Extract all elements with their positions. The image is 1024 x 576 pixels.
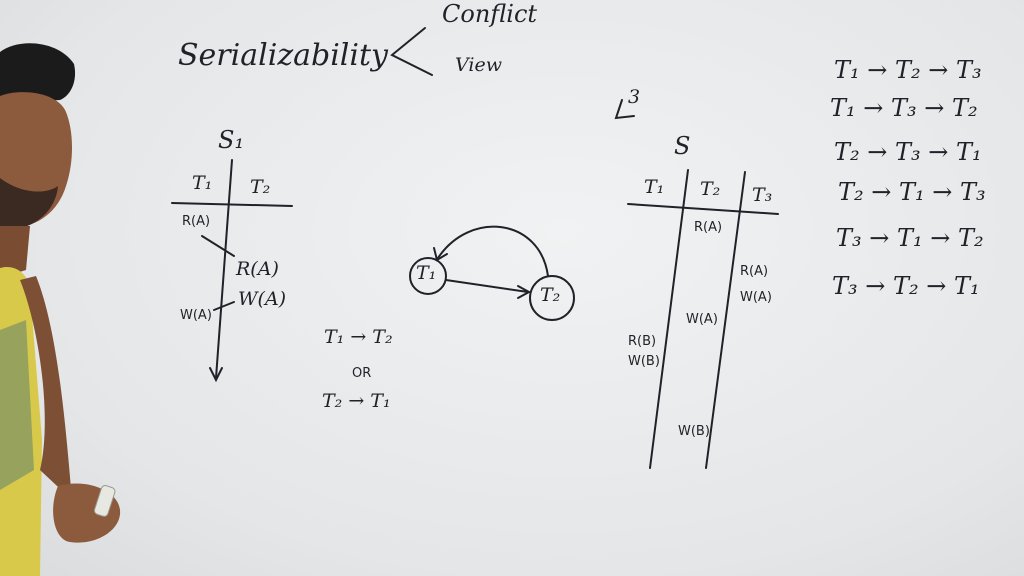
serial-order: T₃ → T₂ → T₁ xyxy=(832,272,980,300)
graph-edge-t2-t1 xyxy=(437,225,549,277)
s-divider-1 xyxy=(649,169,689,469)
s1-header-t2: T₂ xyxy=(250,176,271,198)
s-op: R(B) xyxy=(628,334,657,349)
s1-header-t1: T₁ xyxy=(192,172,213,194)
s-op: W(A) xyxy=(686,312,718,327)
graph-edge-head-1 xyxy=(517,285,532,299)
s-op: R(A) xyxy=(694,220,723,235)
person-icon xyxy=(0,43,121,576)
title: Serializability xyxy=(178,38,388,73)
order-2-line: T₂ → T₁ xyxy=(322,390,391,412)
graph-node-t2: T₂ xyxy=(540,284,561,306)
s1-cross-arrow-1 xyxy=(201,235,235,257)
order-2-or: OR xyxy=(352,366,372,381)
serial-order: T₃ → T₁ → T₂ xyxy=(836,224,984,252)
s-op: W(A) xyxy=(740,290,772,305)
s-header-t3: T₃ xyxy=(752,184,773,206)
s-divider-2 xyxy=(705,171,746,469)
serial-order: T₁ → T₃ → T₂ xyxy=(830,94,978,122)
graph-node-circle-t1 xyxy=(409,257,447,295)
serial-order: T₂ → T₃ → T₁ xyxy=(834,138,982,166)
s-op: W(B) xyxy=(678,424,710,439)
s1-op: W(A) xyxy=(238,288,287,310)
s-header-t1: T₁ xyxy=(644,176,665,198)
s1-cross-arrow-2 xyxy=(213,301,235,311)
serial-order: T₁ → T₂ → T₃ xyxy=(834,56,982,84)
graph-node-t1: T₁ xyxy=(416,262,437,284)
bracket-less-than xyxy=(390,27,433,76)
s1-name: S₁ xyxy=(218,126,245,154)
s1-op: R(A) xyxy=(182,214,211,229)
serial-order: T₂ → T₁ → T₃ xyxy=(838,178,986,206)
s-op: R(A) xyxy=(740,264,769,279)
s1-op: R(A) xyxy=(236,258,279,280)
s-op: W(B) xyxy=(628,354,660,369)
s-name: S xyxy=(674,132,691,160)
type-view: View xyxy=(455,54,502,76)
s-header-line xyxy=(627,203,779,215)
s1-op: W(A) xyxy=(180,308,212,323)
s1-arrow-head xyxy=(209,367,223,383)
graph-node-circle-t2 xyxy=(529,275,575,321)
marker-icon xyxy=(93,485,116,517)
graph-edge-t1-t2 xyxy=(445,279,529,293)
type-conflict: Conflict xyxy=(442,0,538,28)
s1-divider xyxy=(215,159,233,379)
count-mark xyxy=(614,99,635,120)
s1-header-line xyxy=(171,202,293,207)
s-header-t2: T₂ xyxy=(700,178,721,200)
count-label: 3 xyxy=(628,86,641,108)
graph-edge-head-2 xyxy=(433,247,448,262)
order-2-line: T₁ → T₂ xyxy=(324,326,393,348)
